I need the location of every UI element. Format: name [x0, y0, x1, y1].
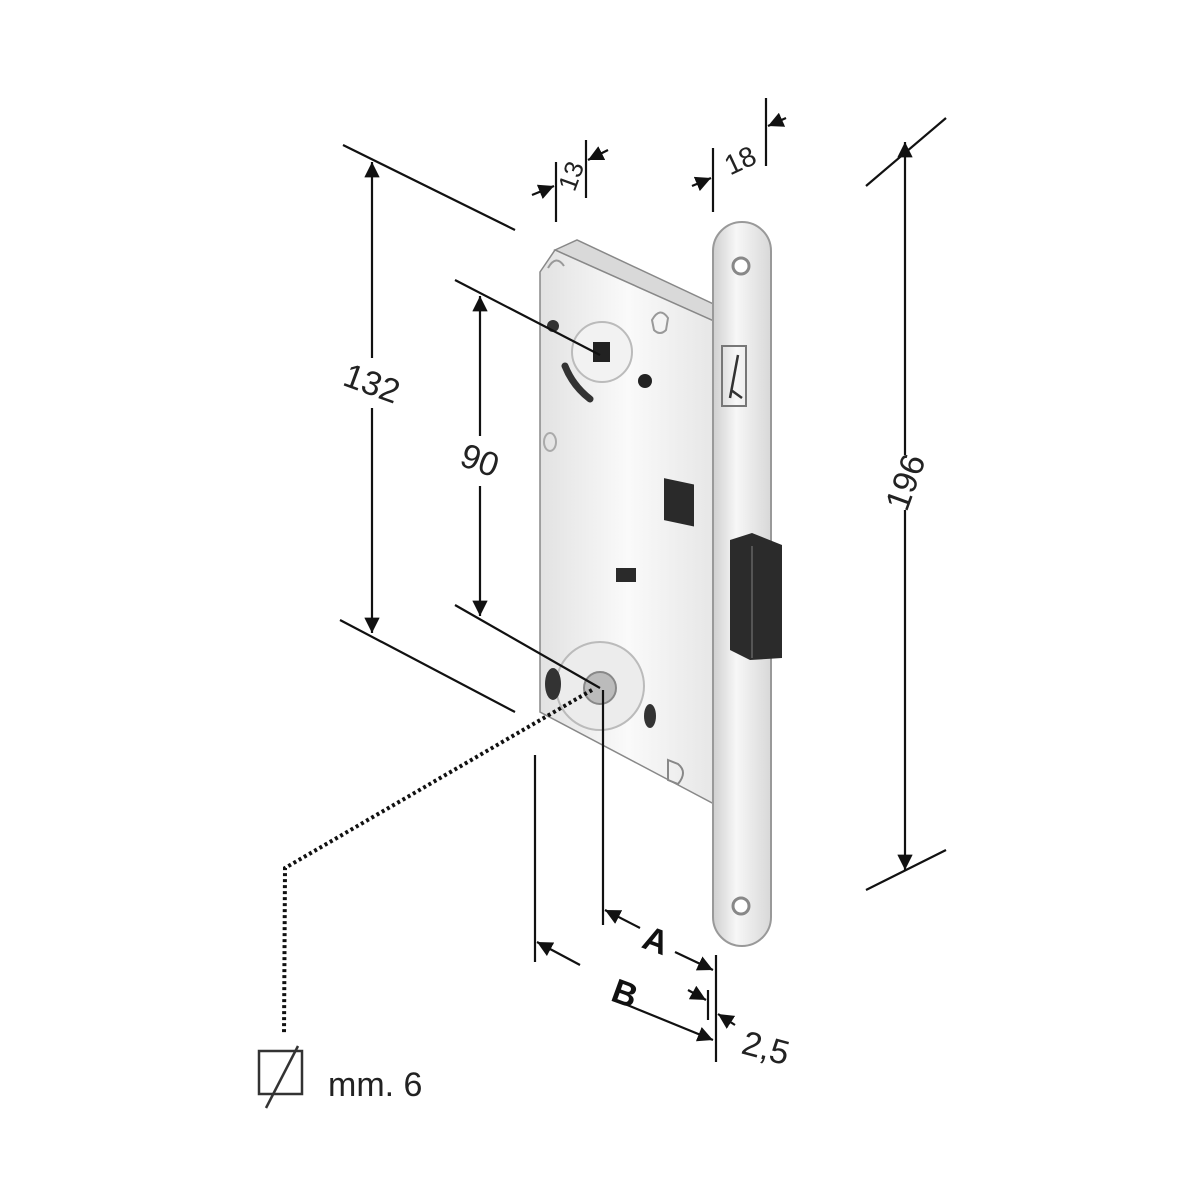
- dimension-arrow: [767, 112, 787, 128]
- slot-arc: [561, 362, 594, 403]
- dimension-arrow: [717, 1013, 736, 1029]
- mount-notch: [667, 758, 684, 786]
- dimension-90: 90: [454, 279, 601, 689]
- dimension-196: 196: [865, 117, 947, 891]
- dimension-18: 18: [691, 98, 787, 212]
- lock-body: [539, 239, 723, 807]
- dimension-arrow: [619, 1000, 714, 1042]
- dimension-arrow: [604, 909, 641, 929]
- extension-line: [454, 279, 601, 356]
- extension-line: [454, 604, 601, 689]
- leader-dotted-line: [282, 688, 594, 1036]
- dimension-arrow: [587, 146, 609, 161]
- body-front-face: [539, 249, 717, 807]
- dimension-label-13: 13: [552, 157, 590, 194]
- hole: [638, 374, 652, 388]
- spindle-callout: mm. 6: [257, 688, 594, 1109]
- dimension-132: 132: [339, 144, 516, 713]
- dimension-2-5: 2,5: [687, 955, 793, 1073]
- mount-notch: [547, 259, 565, 269]
- square-spindle-slash: [264, 1045, 300, 1109]
- dimension-arrow: [536, 941, 581, 966]
- dimension-label-132: 132: [339, 356, 405, 411]
- brand-logo-box: [721, 345, 747, 407]
- brand-logo-icon: [728, 354, 743, 400]
- dimension-arrow: [691, 176, 712, 192]
- screw-hole-bottom: [731, 896, 751, 916]
- magnetic-latch: [730, 533, 782, 660]
- spindle-size-label: mm. 6: [328, 1066, 422, 1104]
- latch-cam: [664, 478, 694, 527]
- dimension-b: B: [533, 755, 714, 1042]
- dimension-label-18: 18: [720, 140, 761, 181]
- extension-line: [342, 144, 516, 231]
- mount-notch: [543, 432, 557, 452]
- dimension-arrow: [687, 985, 707, 1001]
- oval-hole: [644, 704, 656, 728]
- faceplate: [712, 221, 782, 947]
- dimension-label-2-5: 2,5: [738, 1024, 793, 1073]
- square-spindle-icon: [257, 1049, 304, 1096]
- dimension-arrow: [531, 184, 555, 199]
- mount-notch: [650, 311, 670, 334]
- dimension-13: 13: [531, 140, 609, 222]
- dimension-arrow: [674, 951, 714, 971]
- extension-line: [339, 619, 516, 713]
- spindle-square-top: [593, 342, 610, 362]
- oval-hole: [545, 668, 561, 700]
- screw-hole-top: [731, 256, 751, 276]
- dimension-label-a: A: [638, 919, 674, 963]
- small-slot: [616, 568, 636, 582]
